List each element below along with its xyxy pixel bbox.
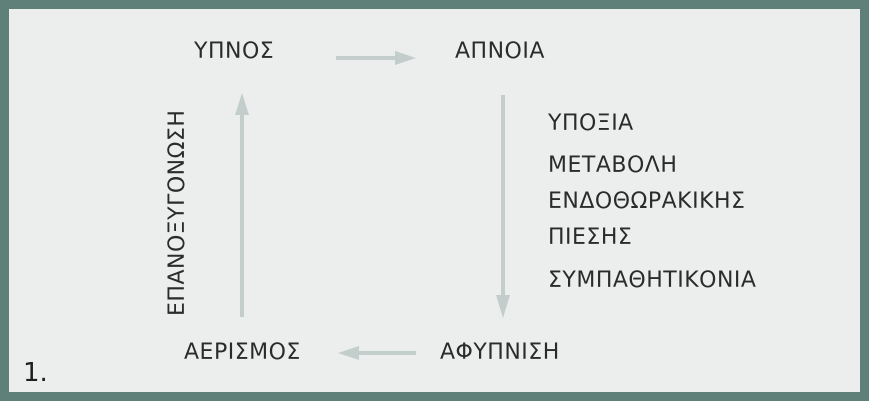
figure-number: 1.: [23, 358, 48, 388]
effect-pressure: ΠΙΕΣΗΣ: [548, 225, 633, 250]
arrow-arousal-to-ventilation: [338, 346, 416, 360]
node-ventilation: ΑΕΡΙΣΜΟΣ: [184, 340, 301, 365]
node-apnea: ΑΠΝΟΙΑ: [455, 39, 545, 64]
effect-hypoxia: ΥΠΟΞΙΑ: [548, 111, 634, 136]
node-arousal: ΑΦΥΠΝΙΣΗ: [440, 340, 560, 365]
effect-change: ΜΕΤΑΒΟΛΗ: [548, 153, 678, 178]
arrow-sleep-to-apnea: [336, 51, 416, 65]
arrows-layer: [235, 51, 510, 360]
arrow-ventilation-to-sleep: [235, 93, 249, 317]
arrow-apnea-to-arousal: [496, 95, 510, 318]
effect-intrathoracic: ΕΝΔΟΘΩΡΑΚΙΚΗΣ: [548, 189, 746, 214]
reoxygenation-label: ΕΠΑΝΟΞΥΓΟΝΩΣΗ: [165, 109, 190, 316]
effect-sympathetic: ΣΥΜΠΑΘΗΤΙΚΟΝΙΑ: [548, 268, 757, 293]
node-sleep: ΥΠΝΟΣ: [194, 39, 275, 64]
